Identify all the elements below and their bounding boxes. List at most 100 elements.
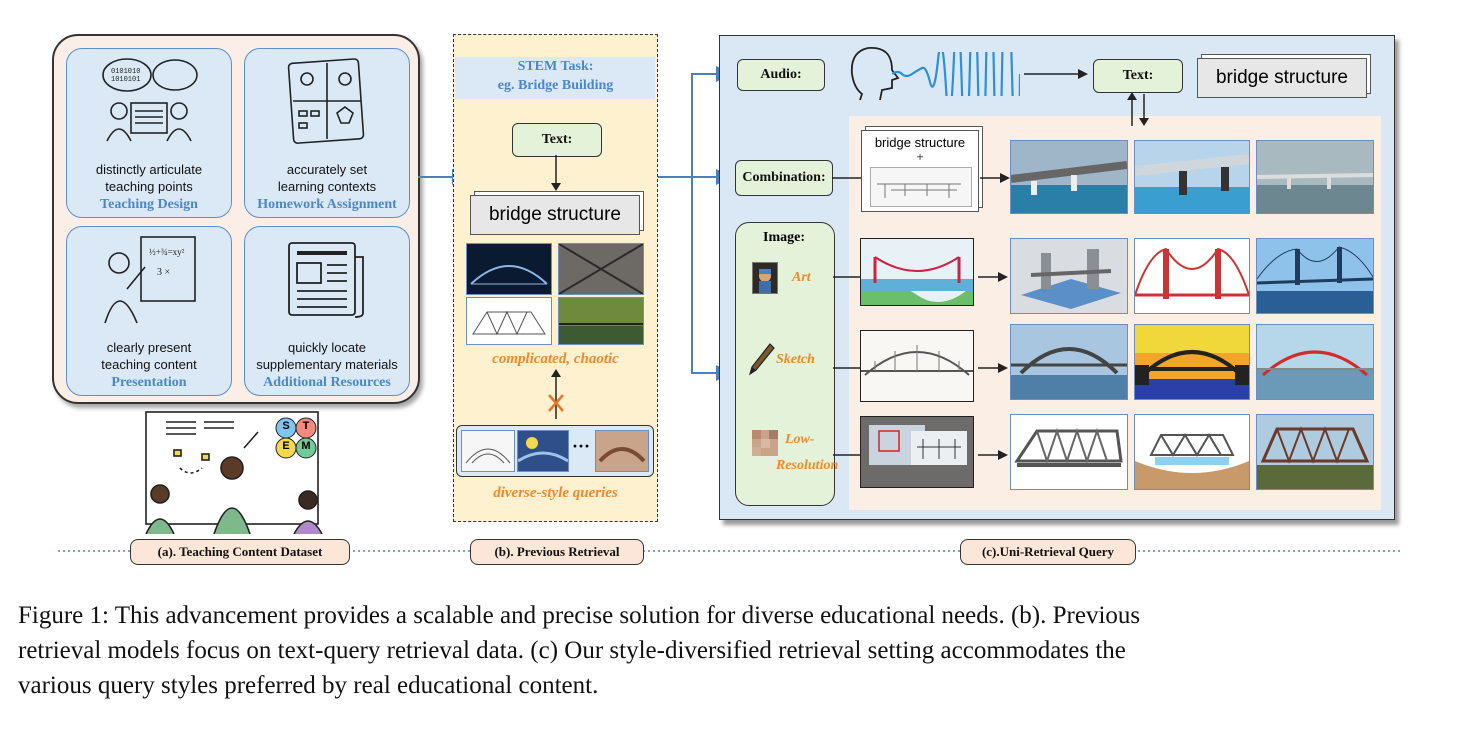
teaching-design-title: Teaching Design (100, 197, 198, 212)
art-thumbnail-icon (752, 262, 778, 294)
result-image-truss-tunnel (558, 243, 644, 295)
stem-letter-m: M (301, 440, 311, 452)
presentation-desc-1: clearly present (106, 340, 192, 355)
text-label-box: Text: (1093, 59, 1183, 93)
audio-waveform-icon (892, 52, 1020, 96)
diverse-queries-box: ··· (456, 425, 654, 477)
combo-result-2 (1134, 140, 1250, 214)
combo-result-arrow (980, 173, 1010, 183)
homework-desc-1: accurately set (286, 162, 368, 177)
bridge-structure-query: bridge structure (470, 195, 640, 235)
combination-label-box: Combination: (735, 160, 833, 196)
combo-text: bridge structure (874, 135, 966, 150)
stem-task-title: STEM Task: (517, 59, 594, 74)
complicated-chaotic-label: complicated, chaotic (492, 351, 619, 367)
classroom-whiteboard-illustration (145, 411, 323, 534)
figure-caption: Figure 1: This advancement provides a sc… (18, 598, 1438, 703)
down-arrow (551, 155, 561, 191)
sketch-result-3 (1256, 324, 1374, 400)
stem-letter-t: T (302, 420, 310, 432)
query-sketch-thumb (461, 430, 515, 472)
additional-resources-card: quickly locate supplementary materials A… (244, 226, 410, 396)
image-label: Image: (763, 230, 805, 245)
art-result-3 (1256, 238, 1374, 314)
section-label-b: (b). Previous Retrieval (470, 539, 644, 565)
combo-plus: + (916, 149, 924, 164)
caption-line-3: various query styles preferred by real e… (18, 672, 599, 699)
result-arrows (978, 272, 1008, 460)
caption-line-2: retrieval models focus on text-query ret… (18, 637, 1126, 664)
lowres-label-1: Low- (785, 432, 815, 447)
teaching-content-panel: 0101010 1010101 distinctly articulate te… (52, 34, 420, 404)
art-result-1 (1010, 238, 1128, 314)
teaching-design-card: 0101010 1010101 distinctly articulate te… (66, 48, 232, 218)
section-label-a: (a). Teaching Content Dataset (130, 539, 350, 565)
result-image-dark-bridge (466, 243, 552, 295)
sketch-result-2 (1134, 324, 1250, 400)
art-label: Art (792, 270, 811, 285)
arrow-to-audio (656, 66, 732, 178)
section-dotted-line (58, 550, 1400, 552)
resources-title: Additional Resources (263, 375, 391, 390)
presentation-title: Presentation (111, 375, 187, 390)
stem-task-subtitle: eg. Bridge Building (497, 78, 614, 93)
teaching-design-desc-1: distinctly articulate (95, 162, 203, 177)
teacher-presenting-icon: ½+¾=xy² 3 × (104, 236, 196, 324)
image-query-box (735, 222, 835, 506)
stem-letter-s: S (282, 420, 290, 432)
teaching-design-desc-2: teaching points (105, 179, 193, 194)
result-image-truss-sketch (466, 297, 552, 345)
lowres-label-2: Resolution (776, 458, 839, 473)
previous-retrieval-panel: STEM Task: eg. Bridge Building Text: bri… (453, 34, 658, 522)
homework-board-icon (287, 58, 365, 144)
lowres-query-image (860, 416, 974, 488)
audio-text-query: bridge structure (1197, 58, 1367, 98)
query-lowres-thumb (595, 430, 649, 472)
ellipsis: ··· (571, 436, 590, 456)
lowres-result-3 (1256, 414, 1374, 490)
pencil-icon (748, 343, 775, 376)
combo-connector (832, 177, 862, 179)
newspaper-icon (288, 242, 364, 318)
lowres-thumbnail-icon (752, 430, 778, 456)
image-row-connectors (833, 276, 861, 456)
diverse-style-label: diverse-style queries (493, 485, 618, 501)
stem-letter-e: E (282, 440, 290, 452)
resources-desc-1: quickly locate (287, 340, 367, 355)
svg-text:1010101: 1010101 (111, 76, 140, 84)
stem-circles (275, 417, 317, 459)
sketch-label: Sketch (776, 352, 815, 367)
sketch-result-1 (1010, 324, 1128, 400)
homework-desc-2: learning contexts (277, 179, 377, 194)
audio-to-text-arrow (1024, 69, 1088, 79)
combo-result-3 (1256, 140, 1374, 214)
audio-label-box: Audio: (737, 59, 825, 91)
combination-query-card: bridge structure + (861, 130, 979, 212)
text-query-box: Text: (512, 123, 602, 157)
art-query-image (860, 238, 974, 306)
presentation-card: ½+¾=xy² 3 × clearly present teaching con… (66, 226, 232, 396)
presentation-desc-2: teaching content (101, 357, 197, 372)
caption-line-1: Figure 1: This advancement provides a sc… (18, 602, 1141, 629)
svg-text:½+¾=xy²: ½+¾=xy² (149, 247, 185, 257)
section-label-c: (c).Uni-Retrieval Query (960, 539, 1136, 565)
homework-title: Homework Assignment (257, 197, 397, 212)
bidirectional-arrows (1127, 92, 1149, 126)
resources-desc-2: supplementary materials (256, 357, 398, 372)
speaking-head-icon (850, 47, 900, 101)
art-result-2 (1134, 238, 1250, 314)
query-painting-thumb (517, 430, 569, 472)
combo-result-1 (1010, 140, 1128, 214)
arrow-to-image (691, 177, 732, 381)
stem-task-band (455, 57, 655, 99)
lowres-result-2 (1134, 414, 1250, 490)
sketch-query-image (860, 330, 974, 402)
combo-sketch (870, 167, 972, 207)
result-image-forest-bridge (558, 297, 644, 345)
blocked-arrow (548, 369, 564, 419)
homework-assignment-card: accurately set learning contexts Homewor… (244, 48, 410, 218)
svg-text:3 ×: 3 × (157, 267, 170, 278)
lowres-result-1 (1010, 414, 1128, 490)
svg-text:0101010: 0101010 (111, 68, 140, 76)
teachers-discussing-icon: 0101010 1010101 (102, 58, 198, 142)
